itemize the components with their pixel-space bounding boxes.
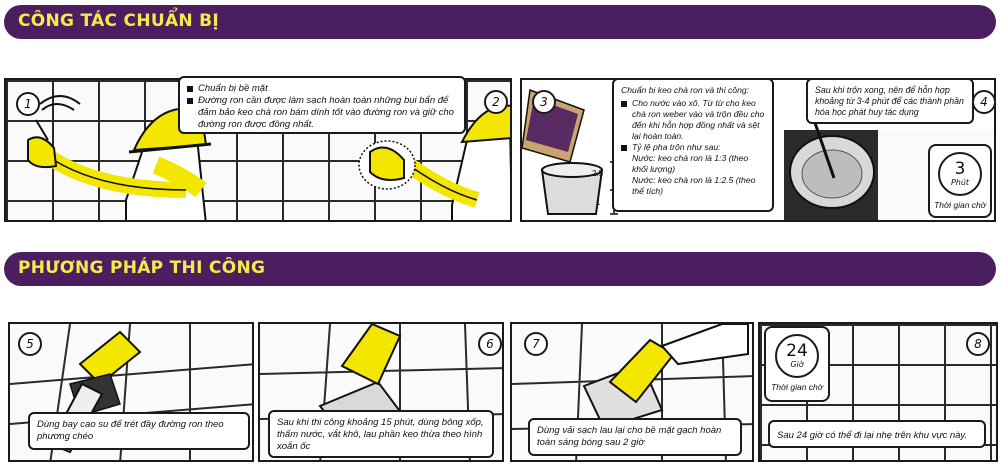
step-8-note: Sau 24 giờ có thể đi lại nhẹ trên khu vự… — [768, 420, 986, 448]
clock-icon: 24 Giờ — [775, 334, 819, 378]
mixing-note: Chuẩn bị keo chà ron và thi công: Cho nư… — [612, 78, 774, 212]
step-5-note: Dùng bay cao su để trét đầy đường ron th… — [28, 412, 250, 450]
mixing-intro: Chuẩn bị keo chà ron và thi công: — [621, 85, 750, 95]
mixing-ratio-volume: Nước: keo chà ron là 1:2.5 (theo thể tíc… — [632, 175, 756, 196]
rest-note: Sau khi trộn xong, nên để hỗn hợp khoảng… — [806, 78, 974, 124]
step-number-3: 3 — [532, 90, 556, 114]
step-6-note: Sau khi thi công khoảng 15 phút, dùng bô… — [268, 410, 494, 458]
surface-prep-heading: Chuẩn bị bề mặt — [187, 83, 457, 95]
timer-value: 24 — [786, 341, 808, 361]
ratio-water-mark: 2.5 — [592, 169, 604, 178]
prep-section-banner: CÔNG TÁC CHUẨN BỊ — [4, 5, 996, 39]
worker-cleaning-image — [358, 104, 510, 220]
timer-value: 3 — [954, 159, 966, 179]
wait-timer-24h: 24 Giờ Thời gian chờ — [764, 326, 830, 402]
timer-unit: Phút — [950, 178, 970, 187]
method-section-banner: PHƯƠNG PHÁP THI CÔNG — [4, 252, 996, 286]
step-number-2: 2 — [484, 90, 508, 114]
step-7-note: Dùng vải sạch lau lại cho bề mặt gạch ho… — [528, 418, 742, 456]
mixing-ratio-weight: Nước: keo chà ron là 1:3 (theo khối lượn… — [632, 153, 749, 174]
step-number-5: 5 — [18, 332, 42, 356]
timer-caption: Thời gian chờ — [934, 200, 986, 210]
step-number-7: 7 — [524, 332, 548, 356]
step-number-8: 8 — [966, 332, 990, 356]
clock-icon: 3 Phút — [938, 152, 982, 196]
method-section-title: PHƯƠNG PHÁP THI CÔNG — [18, 258, 266, 278]
step-number-6: 6 — [478, 332, 502, 356]
surface-prep-note: Chuẩn bị bề mặt Đường ron cần được làm s… — [178, 76, 466, 134]
timer-unit: Giờ — [790, 360, 804, 369]
step-number-4: 4 — [972, 90, 994, 114]
step-number-1: 1 — [16, 92, 40, 116]
wait-timer-3min: 3 Phút Thời gian chờ — [928, 144, 992, 218]
prep-section-title: CÔNG TÁC CHUẨN BỊ — [18, 11, 220, 31]
mixing-step-text: Cho nước vào xô. Từ từ cho keo chà ron w… — [621, 98, 765, 142]
ratio-powder-mark: 1 — [596, 198, 601, 207]
mixing-ratio-heading: Tỷ lệ pha trộn như sau: — [621, 142, 765, 153]
surface-prep-text: Đường ron cần được làm sạch hoàn toàn nh… — [187, 95, 457, 131]
timer-caption: Thời gian chờ — [771, 382, 823, 392]
